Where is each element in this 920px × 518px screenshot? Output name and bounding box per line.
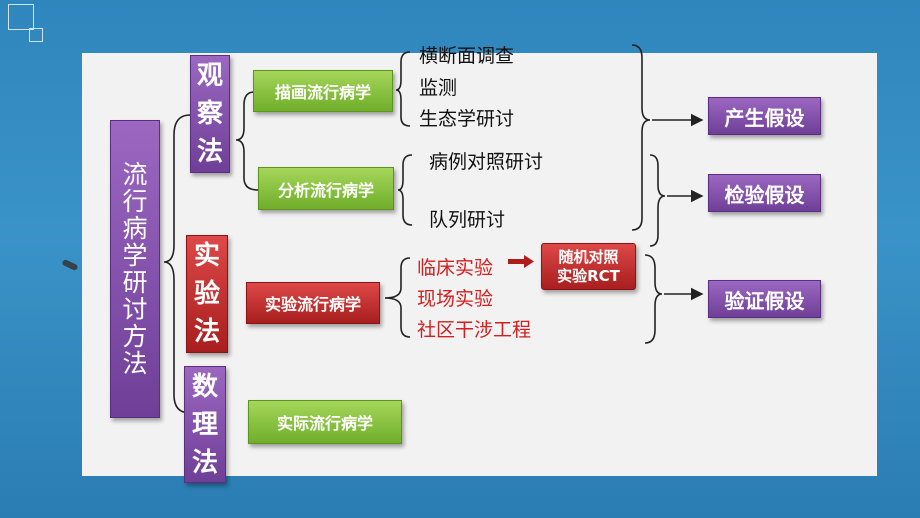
outcome-test-label: 检验假设 [724, 182, 805, 207]
practical-epidemiology-box: 实际流行病学 [248, 400, 402, 444]
item-field-trial: 现场实验 [417, 288, 494, 310]
outcome-verify-hypothesis: 验证假设 [708, 280, 821, 318]
decorative-square-small [29, 28, 43, 42]
rct-line1: 随机对照 [558, 247, 619, 266]
red-arrow [508, 255, 534, 268]
experimental-epidemiology-label: 实验流行病学 [264, 295, 361, 314]
observation-method-label: 观察法 [196, 61, 223, 167]
analytical-epidemiology-box: 分析流行病学 [258, 167, 394, 210]
outcome-verify-label: 验证假设 [724, 288, 805, 313]
outcome-test-hypothesis: 检验假设 [708, 174, 821, 212]
descriptive-epidemiology-label: 描画流行病学 [274, 83, 371, 102]
rct-box: 随机对照 实验RCT [541, 243, 636, 290]
experimental-method-label: 实验法 [193, 241, 220, 347]
outcome-generate-label: 产生假设 [724, 105, 805, 130]
analytical-epidemiology-label: 分析流行病学 [277, 180, 374, 200]
item-community-intervention: 社区干涉工程 [417, 319, 532, 341]
observation-method-box: 观察法 [190, 55, 230, 173]
item-cohort: 队列研讨 [429, 209, 506, 231]
experimental-method-box: 实验法 [186, 235, 228, 353]
descriptive-epidemiology-box: 描画流行病学 [253, 70, 393, 112]
mathematical-method-box: 数理法 [184, 366, 226, 483]
practical-epidemiology-label: 实际流行病学 [276, 414, 373, 433]
item-surveillance: 监测 [419, 77, 458, 99]
item-case-control: 病例对照研讨 [429, 151, 544, 173]
outcome-generate-hypothesis: 产生假设 [708, 97, 821, 135]
decorative-square-large [8, 4, 34, 30]
item-cross-sectional: 横断面调查 [419, 45, 515, 67]
item-clinical-trial: 临床实验 [417, 257, 494, 279]
experimental-epidemiology-box: 实验流行病学 [246, 282, 380, 324]
mathematical-method-label: 数理法 [191, 371, 218, 478]
main-title-box: 流行病学研讨方法 [110, 120, 160, 418]
rct-line2: 实验RCT [557, 266, 620, 285]
main-title: 流行病学研讨方法 [122, 160, 148, 378]
item-ecological: 生态学研讨 [419, 108, 515, 130]
